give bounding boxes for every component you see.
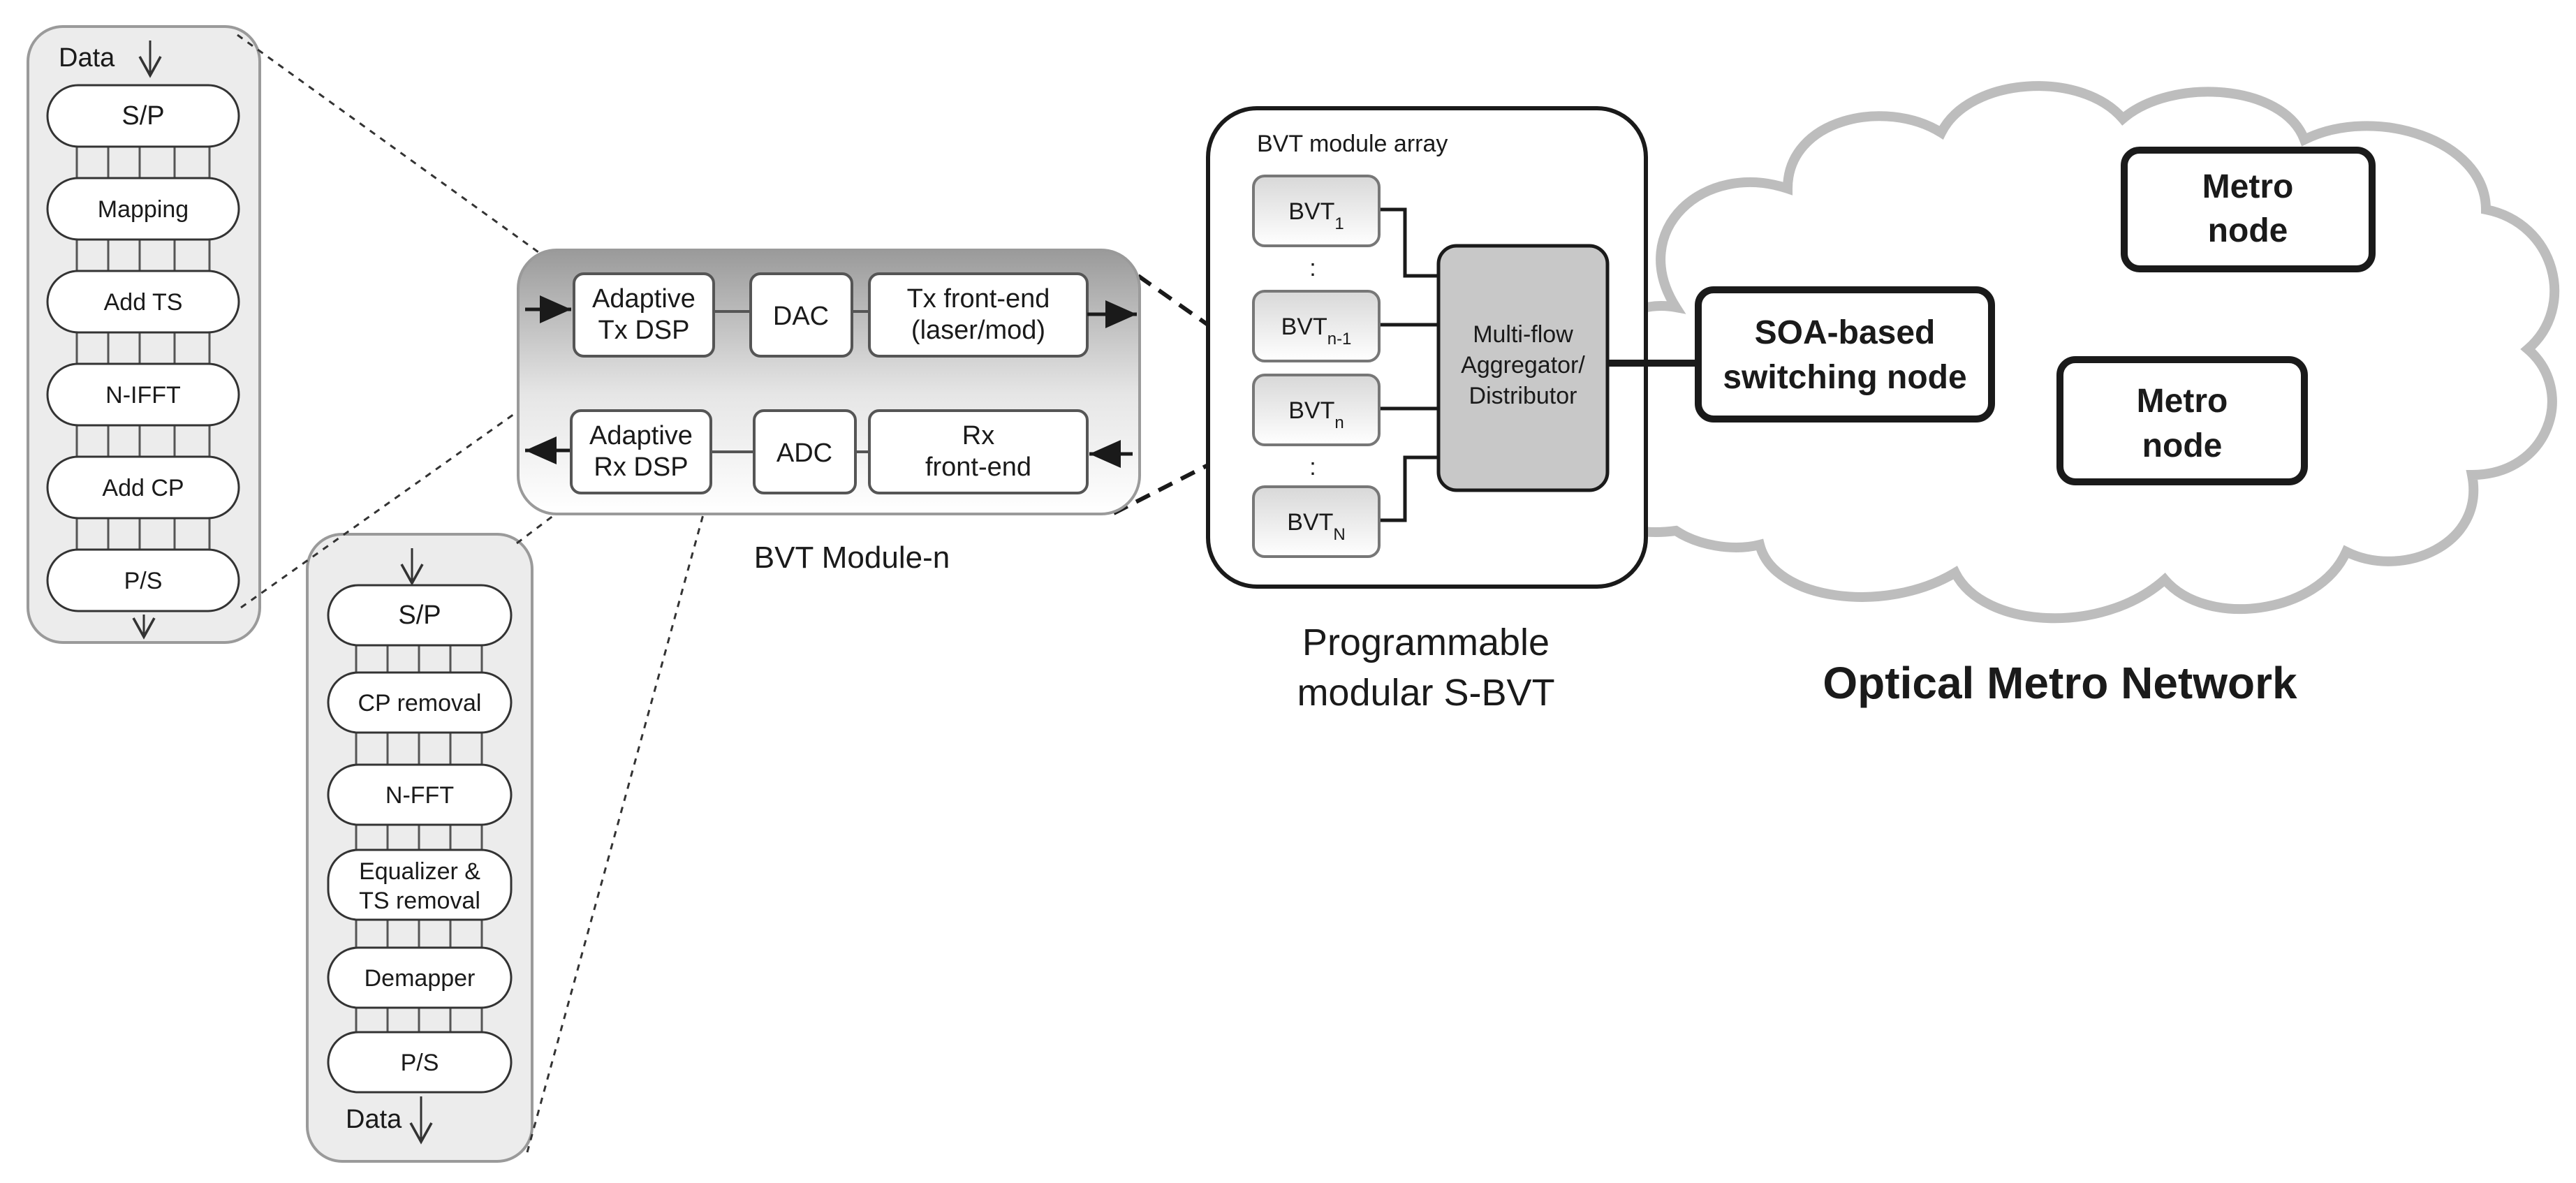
bvt-module-base: BVT: [1288, 198, 1334, 225]
aggregator-label-line1: Multi-flow: [1473, 321, 1573, 348]
rx-stage-block: [327, 584, 513, 647]
tx-stage-block: [46, 362, 240, 427]
rx-frontend-block: [868, 409, 1089, 494]
bvt-array-label: BVT module array: [1257, 131, 1448, 157]
rx-stage-label: TS removal: [359, 888, 480, 914]
bvt-module-label: BVTN: [1287, 509, 1345, 544]
bvt-module-base: BVT: [1281, 314, 1327, 340]
network-caption: Optical Metro Network: [1823, 658, 2297, 708]
rx-frontend-label-line2: front-end: [925, 453, 1031, 482]
multiflow-aggregator-block: [1436, 244, 1610, 492]
rx-stage-label: Equalizer &: [359, 858, 480, 885]
dac-label: DAC: [773, 302, 829, 331]
tx-stage-block: [46, 270, 240, 334]
aggregator-label-line3: Distributor: [1469, 383, 1577, 409]
tx-stage-label: Mapping: [98, 196, 189, 223]
bvt-connectors: [1379, 207, 1438, 522]
ellipsis-upper: :: [1309, 255, 1316, 281]
tx-stage-block: [46, 84, 240, 148]
tx-data-label: Data: [59, 43, 115, 73]
bvt-module-block: [1252, 374, 1381, 446]
adaptive-tx-dsp-block: [573, 272, 715, 358]
metro-node-1: Metro node: [2121, 147, 2376, 272]
tx-frontend-label-line2: (laser/mod): [911, 316, 1045, 345]
bvt-module-label: BVTn-1: [1281, 314, 1352, 348]
tx-stage-block: [46, 177, 240, 241]
rx-stage-label: Demapper: [365, 965, 476, 992]
rx-stage-block: [327, 763, 513, 826]
tx-dsp-label-line1: Adaptive: [592, 284, 695, 314]
bvt-module-label: BVTn: [1288, 397, 1344, 432]
bvt-module-subscript: 1: [1334, 214, 1344, 233]
bvt-module-label: BVT1: [1288, 198, 1344, 233]
metro-node-2-line2: node: [2142, 427, 2223, 464]
rx-stage-label: S/P: [398, 601, 441, 630]
rx-frontend-label-line1: Rx: [962, 421, 994, 450]
adc-label: ADC: [777, 439, 832, 468]
soa-node-label-line2: switching node: [1723, 359, 1966, 396]
tx-stage-block: [46, 455, 240, 520]
aggregator-label-line2: Aggregator/: [1461, 352, 1585, 379]
tx-stage-label: N-IFFT: [105, 382, 181, 409]
soa-switching-node: SOA-based switching node: [1695, 286, 1995, 422]
bvt-module-block: [1252, 175, 1381, 247]
soa-node-label-line1: SOA-based: [1755, 314, 1936, 351]
rx-stage-label: CP removal: [358, 690, 482, 717]
rx-stage-block: [327, 848, 513, 921]
sbvt-caption-line2: modular S-BVT: [1297, 672, 1554, 714]
tx-stage-label: Add TS: [104, 289, 183, 316]
bvt-module-base: BVT: [1288, 397, 1334, 424]
rx-dsp-label-line1: Adaptive: [589, 421, 693, 450]
tx-stage-label: Add CP: [102, 475, 184, 501]
dac-block: [749, 272, 853, 358]
bvt-module-subscript: n: [1334, 413, 1344, 432]
rx-stage-block: [327, 946, 513, 1009]
bvt-module-base: BVT: [1287, 509, 1333, 536]
rx-dsp-label-line2: Rx DSP: [594, 453, 688, 482]
tx-stage-label: P/S: [124, 568, 163, 594]
tx-stage-block: [46, 548, 240, 612]
tx-frontend-label-line1: Tx front-end: [907, 284, 1050, 314]
metro-node-1-line2: node: [2208, 212, 2288, 249]
bvt-module-block: [1252, 290, 1381, 362]
ellipsis-lower: :: [1309, 454, 1316, 480]
metro-node-1-line1: Metro: [2202, 168, 2294, 205]
bvt-module-subscript: n-1: [1327, 330, 1352, 348]
bvt-module-subscript: N: [1333, 525, 1345, 544]
metro-node-2-line1: Metro: [2137, 383, 2228, 420]
rx-stage-block: [327, 1031, 513, 1094]
bvt-module-n: Adaptive Tx DSP DAC Tx front-end (laser/…: [517, 249, 1141, 515]
sbvt-caption-line1: Programmable: [1302, 622, 1550, 663]
bvt-module-block: [1252, 485, 1381, 558]
tx-dsp-label-line2: Tx DSP: [598, 316, 690, 345]
rx-stage-block: [327, 671, 513, 734]
metro-node-2: Metro node: [2056, 356, 2308, 485]
rx-stage-label: P/S: [401, 1050, 439, 1076]
bvt-module-caption: BVT Module-n: [754, 541, 950, 575]
tx-stage-label: S/P: [122, 101, 164, 131]
rx-stage-label: N-FFT: [385, 782, 454, 809]
rx-data-label: Data: [346, 1105, 402, 1134]
